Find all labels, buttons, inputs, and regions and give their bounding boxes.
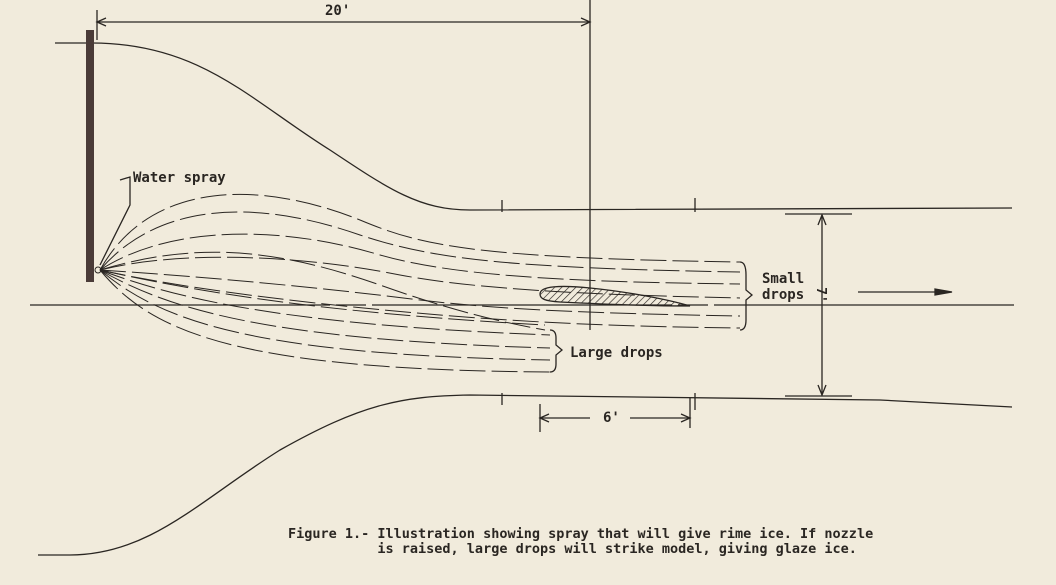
- water-spray-leader: [99, 176, 131, 266]
- trajectory-large: [99, 269, 551, 361]
- label-large-drops: Large drops: [570, 345, 663, 361]
- trajectory-large: [99, 269, 551, 349]
- dimension-arrowhead: [817, 213, 827, 397]
- label-7ft: 7': [812, 287, 828, 303]
- spray-bar: [86, 30, 94, 282]
- label-water-spray: Water spray: [133, 170, 226, 186]
- trajectory-large: [99, 269, 551, 336]
- tunnel-upper-wall: [55, 42, 1013, 211]
- trajectory-small: [99, 269, 741, 317]
- small-drops-brace: [739, 261, 754, 331]
- trajectory-large: [99, 269, 546, 326]
- caption-line-1: Figure 1.- Illustration showing spray th…: [288, 526, 874, 542]
- trajectory-small: [99, 193, 741, 271]
- label-20ft: 20': [325, 3, 351, 19]
- dimension-arrowhead: [580, 17, 592, 27]
- tunnel-lower-wall: [38, 394, 1013, 556]
- trajectory-small: [99, 211, 741, 273]
- drop-trajectories: [99, 193, 741, 373]
- trajectory-small: [99, 269, 741, 329]
- label-6ft: 6': [603, 410, 620, 426]
- dimension-arrowhead: [538, 413, 692, 423]
- large-drops-brace: [549, 329, 564, 373]
- trajectory-large: [99, 269, 551, 373]
- caption-line-2: is raised, large drops will strike model…: [288, 541, 857, 557]
- dimension-arrowhead: [95, 17, 107, 27]
- trajectory-small: [99, 256, 741, 299]
- trajectory-crossing: [99, 251, 546, 331]
- flow-arrowhead: [934, 288, 953, 296]
- trajectory-small: [99, 233, 741, 285]
- figure-caption: Figure 1.- Illustration showing spray th…: [288, 527, 873, 557]
- airfoil-model: [539, 285, 691, 307]
- label-small-drops: Small drops: [762, 271, 805, 303]
